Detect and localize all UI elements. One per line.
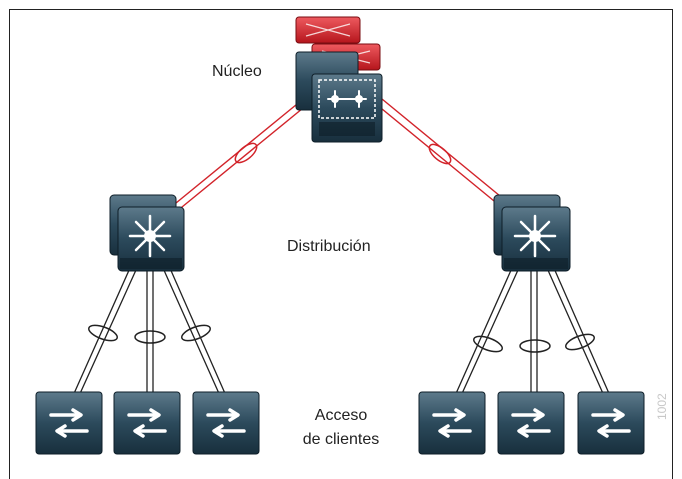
access-switch-6 (577, 391, 645, 455)
access-switch-1 (35, 391, 103, 455)
access-uplinks-right (453, 265, 612, 399)
distribution-switch-left (109, 194, 185, 272)
access-label-line1: Acceso (314, 407, 368, 424)
core-layer-label: Núcleo (212, 63, 262, 80)
etherchannel-left (234, 142, 258, 164)
access-switch-4 (418, 391, 486, 455)
distribution-switch-right (493, 194, 571, 272)
distribution-layer-label: Distribución (287, 238, 371, 255)
access-switch-2 (113, 391, 181, 455)
access-uplinks-left (71, 265, 228, 399)
figure-number: 1002 (655, 393, 669, 420)
core-uplinks (164, 98, 512, 217)
access-switch-5 (497, 391, 565, 455)
diagram-frame (9, 9, 673, 479)
etherchannel-right (428, 143, 452, 165)
access-layer-label: Acceso de clientes (0, 404, 682, 452)
core-switch-icon (295, 16, 383, 143)
access-switch-3 (192, 391, 260, 455)
access-label-line2: de clientes (302, 431, 380, 448)
